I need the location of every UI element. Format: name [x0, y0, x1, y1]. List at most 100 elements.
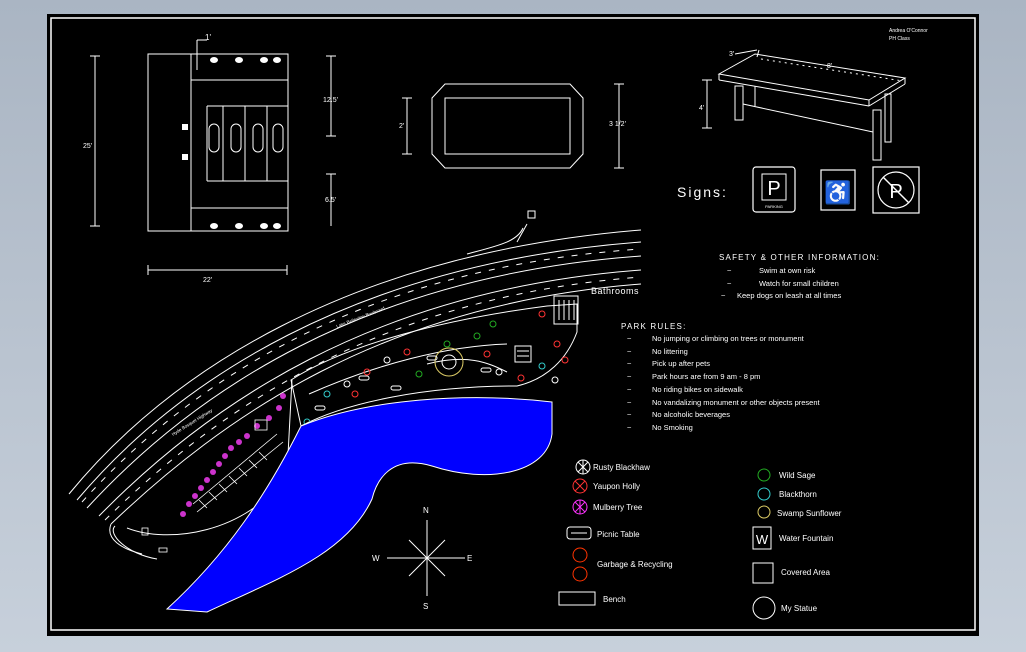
parking-sub: PARKING: [765, 204, 783, 209]
signs-label: Signs:: [677, 184, 728, 200]
road-end-bench: [158, 547, 168, 553]
picnic-table-plan: [402, 83, 624, 169]
legend-label: Mulberry Tree: [593, 503, 643, 512]
legend-symbol-garbage: [572, 547, 588, 563]
legend-symbol-picnic-table: [566, 526, 592, 540]
dim-six-half: 6.5': [325, 197, 336, 204]
dim-one-foot: 1': [205, 33, 211, 42]
author-name: Andrea O'Connor: [889, 28, 928, 34]
rule-bullet: ~: [627, 347, 632, 356]
legend-label: Wild Sage: [779, 471, 816, 480]
legend-label: Blackthorn: [779, 490, 817, 499]
rule-item: No riding bikes on sidewalk: [652, 385, 743, 394]
dim-three-half: 3 1/2': [609, 121, 626, 128]
legend-label: Water Fountain: [779, 534, 833, 543]
drawing-sheet: Andrea O'Connor PH Class: [47, 14, 979, 636]
dim-four: 4': [699, 105, 704, 112]
dim-eight: 8': [827, 63, 832, 70]
rule-bullet: ~: [627, 359, 632, 368]
legend-label: My Statue: [781, 604, 818, 613]
no-parking-sign: P: [872, 166, 920, 214]
roads: [68, 223, 642, 560]
statue-plaza: [434, 345, 532, 377]
legend-symbol-blackthorn: [757, 487, 771, 501]
accessible-parking-sign: ♿: [820, 169, 856, 211]
rule-item: No Smoking: [652, 423, 693, 432]
legend-symbol-water-fountain: [752, 526, 772, 550]
park-plantings: [303, 310, 569, 426]
legend-left: Rusty Blackhaw Yaupon Holly Mulberry Tre…: [558, 459, 673, 606]
safety-item: Watch for small children: [759, 279, 839, 288]
rule-bullet: ~: [627, 410, 632, 419]
lake: [165, 397, 553, 613]
compass-n: N: [423, 506, 429, 515]
wheelchair-icon: ♿: [824, 180, 851, 205]
legend-label: Rusty Blackhaw: [593, 463, 650, 472]
legend-symbol-swamp-sunflower: [757, 505, 771, 519]
dim-three: 3': [729, 51, 734, 58]
legend-right: Wild Sage Blackthorn Swamp Sunflower W W…: [752, 468, 842, 620]
legend-symbol-bench: [558, 591, 596, 606]
rule-bullet: ~: [627, 385, 632, 394]
bench-drawing: [702, 49, 907, 161]
legend-symbol-wild-sage: [757, 468, 771, 482]
legend-symbol-mulberry: [574, 500, 586, 514]
dim-twenty-two: 22': [203, 277, 212, 284]
rule-item: No alcoholic beverages: [652, 410, 730, 419]
rule-item: Pick up after pets: [652, 359, 710, 368]
sheet-border: [50, 17, 976, 631]
rule-bullet: ~: [627, 372, 632, 381]
safety-item: Swim at own risk: [759, 266, 816, 275]
dim-two: 2': [399, 123, 404, 130]
legend-label: Swamp Sunflower: [777, 509, 842, 518]
safety-bullet: ~: [727, 266, 732, 275]
parking-letter: P: [767, 178, 780, 200]
road-sign-marker: [527, 210, 536, 219]
legend-label: Covered Area: [781, 568, 830, 577]
site-plan: Andrea O'Connor PH Class: [50, 17, 976, 631]
legend-symbol-rusty-blackhaw: [577, 460, 589, 474]
rule-item: Park hours are from 9 am - 8 pm: [652, 372, 760, 381]
legend-label: Garbage & Recycling: [597, 560, 673, 569]
parking-lot: [192, 433, 284, 513]
rule-bullet: ~: [627, 398, 632, 407]
bathrooms-label: Bathrooms: [591, 286, 639, 296]
compass-e: E: [467, 554, 472, 563]
compass-w: W: [372, 554, 380, 563]
dim-twenty-five: 25': [83, 143, 92, 150]
water-fountain-glyph: W: [756, 532, 769, 547]
covered-area-picnic-tables: [182, 57, 284, 229]
safety-item: Keep dogs on leash at all times: [737, 291, 841, 300]
compass-rose: [387, 520, 465, 596]
park-picnic-tables: [314, 355, 492, 411]
legend-symbol-yaupon-holly: [574, 480, 586, 492]
author-class: PH Class: [889, 36, 910, 42]
rules-title: PARK RULES:: [621, 322, 687, 331]
parking-lot-sign: [254, 419, 268, 431]
safety-bullet: ~: [721, 291, 726, 300]
legend-label: Yaupon Holly: [593, 482, 640, 491]
parking-sign: P PARKING: [752, 166, 796, 213]
road-end-marker: [141, 527, 149, 536]
rule-item: No littering: [652, 347, 688, 356]
legend-label: Picnic Table: [597, 530, 640, 539]
rule-bullet: ~: [627, 334, 632, 343]
safety-title: SAFETY & OTHER INFORMATION:: [719, 253, 880, 262]
legend-symbol-statue: [752, 596, 776, 620]
rule-item: No jumping or climbing on trees or monum…: [652, 334, 805, 343]
rule-bullet: ~: [627, 423, 632, 432]
legend-symbol-recycling: [572, 566, 588, 582]
rule-item: No vandalizing monument or other objects…: [652, 398, 821, 407]
safety-bullet: ~: [727, 279, 732, 288]
legend-label: Bench: [603, 595, 626, 604]
legend-symbol-yaupon-holly: [572, 478, 588, 494]
safety-list: ~ Swim at own risk ~ Watch for small chi…: [721, 266, 841, 300]
legend-symbol-covered-area: [752, 562, 774, 584]
bathrooms-building: [553, 295, 579, 325]
mulberry-row: [180, 393, 286, 517]
covered-area-plan: [90, 39, 336, 275]
road-label-upper: Lake Belleview Boulevard: [336, 306, 386, 329]
dim-twelve-half: 12.5': [323, 97, 338, 104]
compass-s: S: [423, 602, 428, 611]
rules-list: ~ No jumping or climbing on trees or monu…: [627, 334, 821, 432]
